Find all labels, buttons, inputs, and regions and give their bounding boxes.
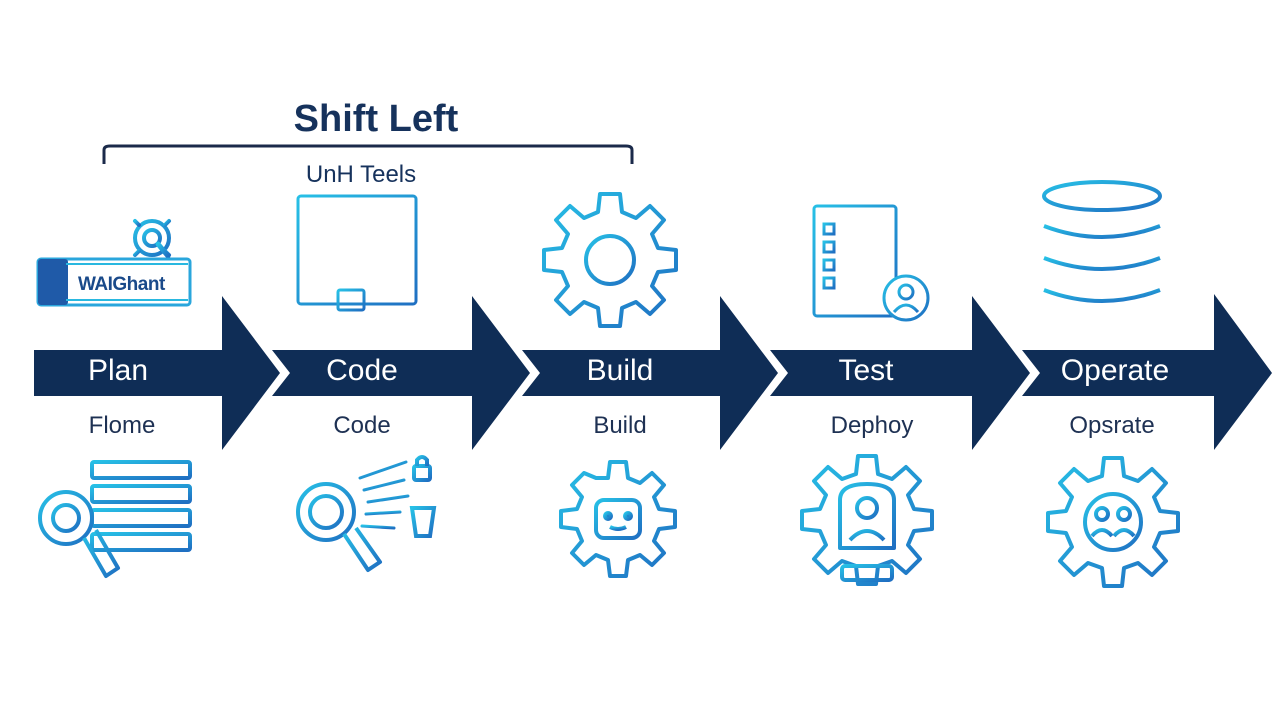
- gear-person-icon: [800, 454, 934, 586]
- stage-label-test: Test: [838, 354, 894, 387]
- checklist-icon: [812, 204, 930, 322]
- shift-left-bracket: [102, 144, 634, 164]
- search-list-icon: [38, 460, 192, 578]
- diagram-title: Shift Left: [293, 98, 459, 140]
- stage-label-operate: Operate: [1060, 354, 1170, 387]
- below-label-plan: Flome: [88, 412, 156, 439]
- document-list-icon: [296, 194, 418, 322]
- pipeline-arrows: [34, 294, 1272, 450]
- stage-label-code: Code: [326, 354, 398, 387]
- database-icon: [1042, 180, 1162, 303]
- gear-team-icon: [1046, 456, 1180, 588]
- below-label-code: Code: [333, 412, 391, 439]
- arrow-test: [770, 296, 1030, 450]
- arrow-code: [272, 296, 530, 450]
- below-label-build: Build: [593, 412, 647, 439]
- stage-label-build: Build: [586, 354, 654, 387]
- gear-robot-icon: [559, 460, 677, 578]
- bracket-label: UnH Teels: [305, 161, 417, 188]
- stage-label-plan: Plan: [87, 354, 149, 387]
- below-label-test: Dephoy: [830, 412, 914, 439]
- plan-tag-label: WAIGhant: [78, 274, 165, 295]
- arrow-plan: [34, 296, 280, 450]
- arrow-build: [522, 296, 778, 450]
- search-motion-icon: [296, 455, 437, 572]
- gear-icon: [542, 192, 678, 328]
- arrow-operate: [1022, 294, 1272, 450]
- gear-search-icon: [126, 212, 178, 264]
- plan-tag: [36, 257, 192, 307]
- below-label-operate: Opsrate: [1069, 412, 1155, 439]
